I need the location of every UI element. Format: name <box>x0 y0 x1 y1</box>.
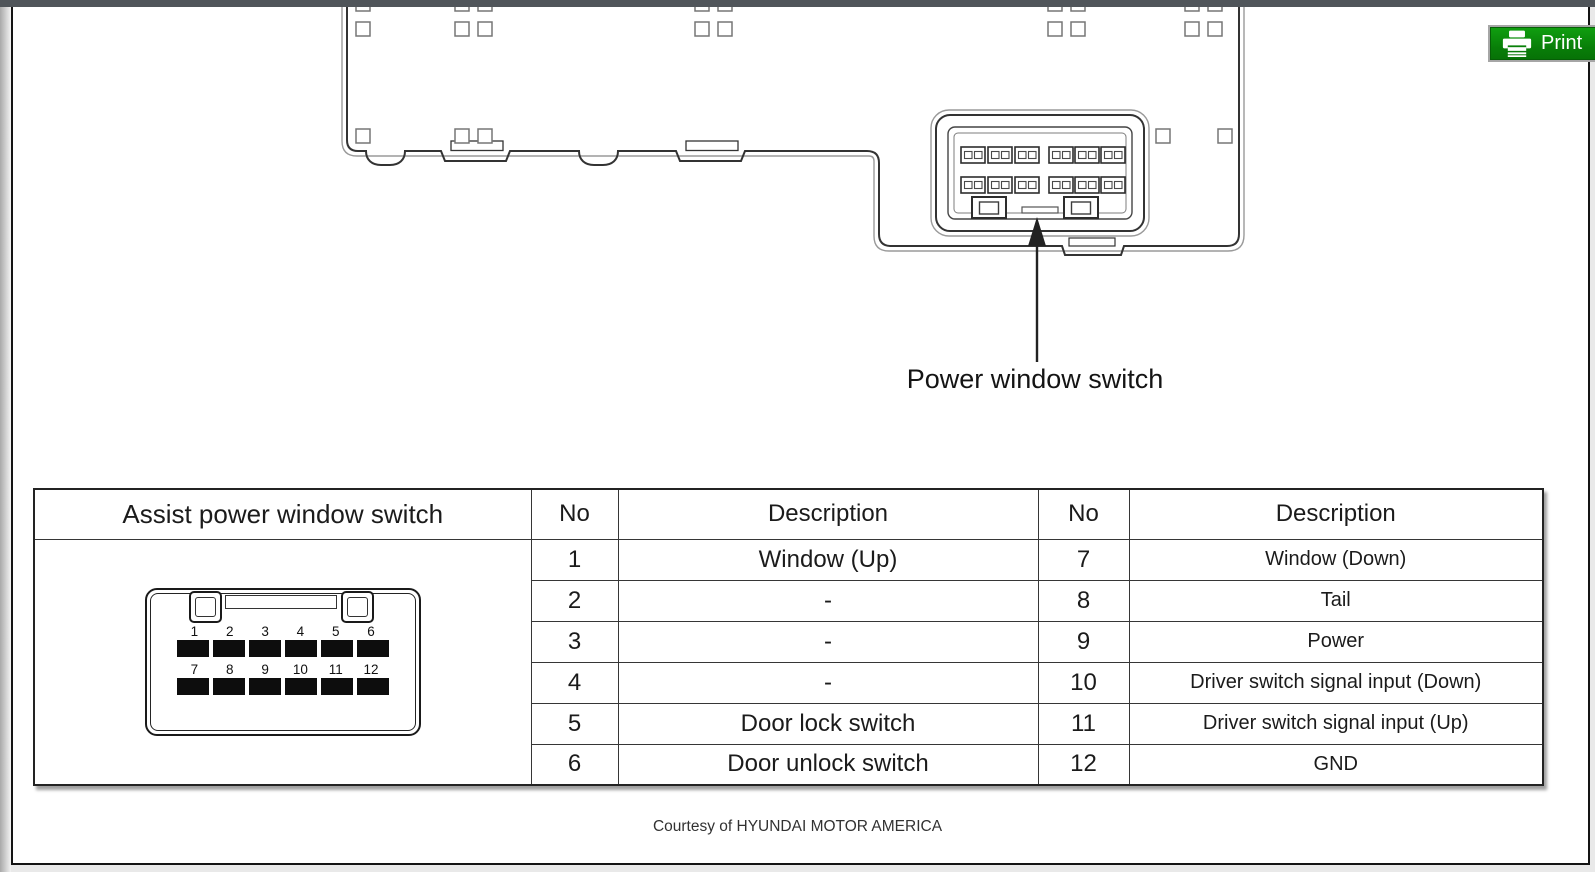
pin-number: 4 <box>296 623 305 639</box>
pin-assignment-table: Assist power window switch No Descriptio… <box>33 488 1544 786</box>
connector-latch-right <box>340 590 374 623</box>
header-no-left: No <box>530 488 619 540</box>
pin-desc-cell: Driver switch signal input (Down) <box>1128 661 1544 704</box>
pin-numbers-bottom: 7 8 9 10 11 12 <box>177 662 389 677</box>
pin-desc-cell: - <box>617 620 1039 663</box>
pin-desc-cell: Tail <box>1128 579 1544 622</box>
left-edge-shading <box>0 0 11 872</box>
pin-no-cell: 9 <box>1037 620 1130 663</box>
connector-top-slot <box>224 594 337 609</box>
pin-number: 6 <box>367 623 375 639</box>
pin-no-cell: 7 <box>1037 538 1130 581</box>
pin-number: 11 <box>328 661 343 677</box>
table-row: 5 Door lock switch 11 Driver switch sign… <box>34 702 1544 745</box>
connector-latch-left <box>188 590 222 623</box>
pin-no-cell: 8 <box>1037 579 1130 622</box>
pin-no-cell: 1 <box>530 538 619 581</box>
window-top-bar <box>0 0 1595 7</box>
callout-arrow <box>1028 217 1046 362</box>
pin-no-cell: 12 <box>1037 743 1130 786</box>
table-row: 1 2 3 4 5 6 7 8 9 10 11 12 1 <box>33 538 1544 786</box>
header-switch: Assist power window switch <box>33 488 532 540</box>
pin-desc-cell: Door lock switch <box>617 702 1039 745</box>
pin-number: 10 <box>292 661 308 677</box>
pin-number: 8 <box>225 661 234 677</box>
pin-number: 7 <box>190 661 199 677</box>
table-row: 3 - 9 Power <box>34 620 1544 663</box>
pin-number: 5 <box>331 623 340 639</box>
pin-desc-cell: Power <box>1128 620 1544 663</box>
connector-pinout-cell: 1 2 3 4 5 6 7 8 9 10 11 12 <box>33 538 532 786</box>
pin-desc-cell: Driver switch signal input (Up) <box>1128 702 1544 745</box>
pin-desc-cell: Window (Down) <box>1128 538 1544 581</box>
table-row: 2 - 8 Tail <box>34 579 1544 622</box>
pin-no-cell: 5 <box>530 702 619 745</box>
header-no-right: No <box>1037 488 1130 540</box>
pin-number: 1 <box>190 623 199 639</box>
pin-number: 2 <box>225 623 234 639</box>
pin-no-cell: 4 <box>530 661 619 704</box>
connector-outline <box>144 587 421 736</box>
pin-desc-cell: - <box>617 579 1039 622</box>
power-window-switch-label: Power window switch <box>906 364 1164 394</box>
connector-pinout-drawing: 1 2 3 4 5 6 7 8 9 10 11 12 <box>144 587 421 736</box>
pin-no-cell: 11 <box>1037 702 1130 745</box>
table-row: 6 Door unlock switch 12 GND <box>34 743 1544 786</box>
pin-desc-cell: GND <box>1128 743 1544 786</box>
header-description-right: Description <box>1128 488 1544 540</box>
pin-desc-cell: Door unlock switch <box>617 743 1039 786</box>
pin-row-top <box>176 639 389 657</box>
pin-row-bottom <box>176 677 389 695</box>
connector-inner-outline <box>149 592 416 731</box>
pin-desc-cell: - <box>617 661 1039 704</box>
print-button[interactable]: Print <box>1488 25 1595 62</box>
pin-numbers-top: 1 2 3 4 5 6 <box>177 624 389 639</box>
pin-no-cell: 10 <box>1037 661 1130 704</box>
pin-no-cell: 6 <box>530 743 619 786</box>
pin-number: 3 <box>261 623 269 639</box>
printer-icon <box>1502 30 1532 57</box>
switch-panel-diagram <box>341 0 1245 362</box>
table-header-row: Assist power window switch No Descriptio… <box>33 488 1544 540</box>
pin-number: 12 <box>363 661 379 677</box>
print-button-label: Print <box>1541 32 1583 54</box>
pin-no-cell: 3 <box>530 620 619 663</box>
table-row: 4 - 10 Driver switch signal input (Down) <box>34 661 1544 704</box>
pin-desc-cell: Window (Up) <box>617 538 1039 581</box>
pin-no-cell: 2 <box>530 579 619 622</box>
header-description-left: Description <box>617 488 1039 540</box>
pin-number: 9 <box>261 661 269 677</box>
courtesy-note: Courtesy of HYUNDAI MOTOR AMERICA <box>652 818 943 835</box>
